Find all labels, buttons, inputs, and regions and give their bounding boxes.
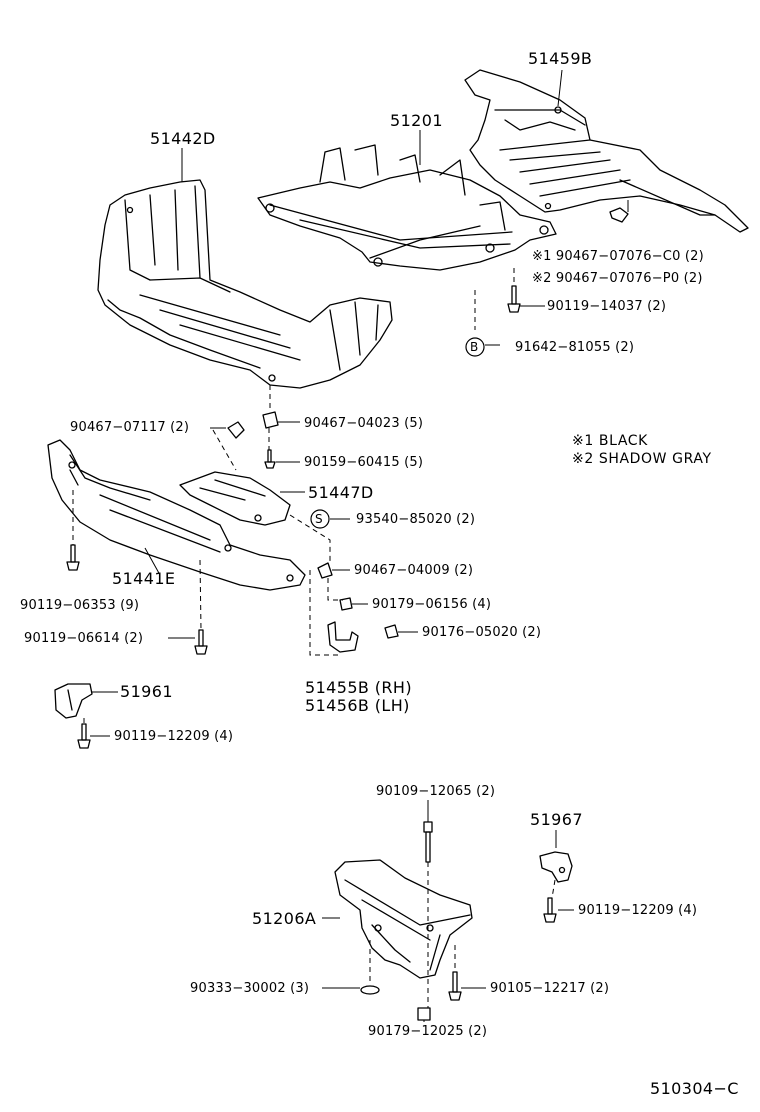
part-51455B-bracket bbox=[327, 621, 359, 653]
label-90333-30002: 90333−30002 (3) bbox=[190, 981, 310, 996]
part-51442D-cover bbox=[97, 179, 393, 389]
part-51459B-cover bbox=[464, 69, 749, 233]
label-90119-12209-right: 90119−12209 (4) bbox=[578, 903, 698, 918]
legend-black: ※1 BLACK bbox=[572, 433, 648, 449]
label-90467-07076-C0: ※1 90467−07076−C0 (2) bbox=[532, 249, 704, 264]
label-90467-04023: 90467−04023 (5) bbox=[304, 416, 424, 431]
label-51459B: 51459B bbox=[528, 49, 593, 68]
label-51442D: 51442D bbox=[150, 129, 216, 148]
label-91642-81055: 91642−81055 (2) bbox=[515, 340, 635, 355]
part-51967-bracket bbox=[539, 851, 573, 883]
label-90119-06614: 90119−06614 (2) bbox=[24, 631, 144, 646]
label-90109-12065: 90109−12065 (2) bbox=[376, 784, 496, 799]
part-51201-crossmember bbox=[257, 144, 557, 271]
label-90467-04009: 90467−04009 (2) bbox=[354, 563, 474, 578]
label-90179-12025: 90179−12025 (2) bbox=[368, 1024, 488, 1039]
part-51447D-plate bbox=[179, 471, 291, 526]
circle-markers bbox=[310, 337, 485, 529]
label-51447D: 51447D bbox=[308, 483, 374, 502]
label-51961: 51961 bbox=[120, 682, 173, 701]
label-51456B: 51456B (LH) bbox=[305, 696, 410, 715]
label-90467-07117: 90467−07117 (2) bbox=[70, 420, 190, 435]
label-90159-60415: 90159−60415 (5) bbox=[304, 455, 424, 470]
label-90176-05020: 90176−05020 (2) bbox=[422, 625, 542, 640]
label-51441E: 51441E bbox=[112, 569, 176, 588]
label-90119-06353: 90119−06353 (9) bbox=[20, 598, 140, 613]
label-51967: 51967 bbox=[530, 810, 583, 829]
label-90179-06156: 90179−06156 (4) bbox=[372, 597, 492, 612]
fasteners bbox=[66, 207, 629, 1021]
part-51961-bracket bbox=[54, 683, 93, 719]
diagram-code: 510304−C bbox=[650, 1079, 739, 1098]
label-90119-14037: 90119−14037 (2) bbox=[547, 299, 667, 314]
label-90467-07076-P0: ※2 90467−07076−P0 (2) bbox=[532, 271, 703, 286]
legend-shadow-gray: ※2 SHADOW GRAY bbox=[572, 451, 712, 467]
marker-b: B bbox=[470, 340, 479, 354]
part-51441E-cover bbox=[47, 439, 306, 591]
label-90119-12209-left: 90119−12209 (4) bbox=[114, 729, 234, 744]
label-51201: 51201 bbox=[390, 111, 443, 130]
label-90105-12217: 90105−12217 (2) bbox=[490, 981, 610, 996]
leader-lines bbox=[90, 69, 629, 1022]
marker-s: S bbox=[315, 512, 323, 526]
label-93540-85020: 93540−85020 (2) bbox=[356, 512, 476, 527]
part-51206A-bracket bbox=[334, 859, 473, 979]
assembly-lines bbox=[72, 268, 556, 1008]
label-51206A: 51206A bbox=[252, 909, 317, 928]
label-51455B: 51455B (RH) bbox=[305, 678, 412, 697]
